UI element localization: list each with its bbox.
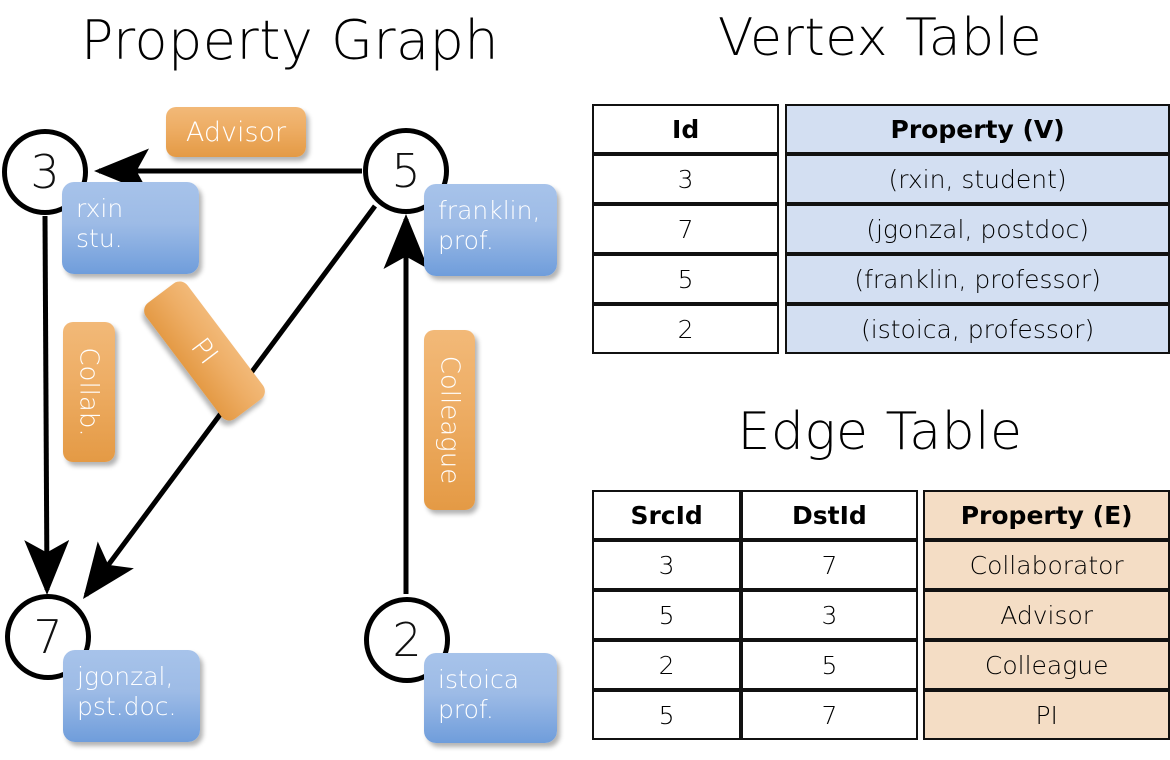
table-row[interactable]: 2 (istoica, professor) [592,304,1170,354]
edge-label-advisor: Advisor [166,107,306,157]
graph-node-5[interactable]: 5 [363,128,449,214]
edge-label-collab-text: Collab. [74,347,104,437]
edge-cell-dstid: 7 [741,540,918,590]
edge-label-colleague: Colleague [424,330,475,510]
vertex-table: Id Property (V) 3 (rxin, student) 7 (jgo… [592,104,1170,354]
table-row[interactable]: 7 (jgonzal, postdoc) [592,204,1170,254]
table-row[interactable]: 5 3 Advisor [592,590,1170,640]
page-title-edge-table: Edge Table [737,402,1023,462]
page-title-property-graph: Property Graph [80,9,500,72]
vertex-header-property: Property (V) [785,104,1170,154]
vertex-cell-property: (rxin, student) [785,154,1170,204]
column-gap [917,690,924,740]
page-title-vertex-table: Vertex Table [717,8,1043,68]
table-row[interactable]: 3 (rxin, student) [592,154,1170,204]
graph-node-2[interactable]: 2 [364,597,450,683]
vertex-cell-id: 7 [592,204,780,254]
node-property-box-2: istoica prof. [424,653,557,743]
table-row[interactable]: 2 5 Colleague [592,640,1170,690]
column-gap [779,254,786,304]
edge-arrow-collab [24,215,70,595]
vertex-cell-property: (istoica, professor) [785,304,1170,354]
node-property-box-7: jgonzal, pst.doc. [63,650,200,742]
edge-table: SrcId DstId Property (E) 3 7 Collaborato… [592,490,1170,740]
vertex-cell-id: 5 [592,254,780,304]
edge-header-dstid: DstId [741,490,918,540]
edge-cell-dstid: 7 [741,690,918,740]
column-gap [779,104,786,154]
edge-cell-srcid: 5 [592,690,742,740]
vertex-cell-id: 2 [592,304,780,354]
edge-cell-property: PI [923,690,1170,740]
table-row[interactable]: 5 7 PI [592,690,1170,740]
column-gap [917,490,924,540]
table-header-row: SrcId DstId Property (E) [592,490,1170,540]
vertex-cell-id: 3 [592,154,780,204]
edge-label-collab: Collab. [63,322,115,462]
edge-cell-srcid: 2 [592,640,742,690]
property-graph-diagram: 3 5 7 2 rxin stu. franklin, prof. jgonza… [2,107,557,743]
node-property-box-3: rxin stu. [62,182,199,274]
vertex-header-id: Id [592,104,780,154]
edge-cell-dstid: 3 [741,590,918,640]
edge-cell-property: Advisor [923,590,1170,640]
column-gap [779,154,786,204]
column-gap [917,640,924,690]
edge-cell-property: Collaborator [923,540,1170,590]
edge-label-advisor-text: Advisor [185,116,287,148]
edge-header-property: Property (E) [923,490,1170,540]
edge-cell-dstid: 5 [741,640,918,690]
table-row[interactable]: 3 7 Collaborator [592,540,1170,590]
vertex-cell-property: (jgonzal, postdoc) [785,204,1170,254]
node-property-box-5: franklin, prof. [424,184,557,276]
edge-label-pi-text: PI [184,331,225,371]
column-gap [779,304,786,354]
table-row[interactable]: 5 (franklin, professor) [592,254,1170,304]
edge-cell-property: Colleague [923,640,1170,690]
column-gap [779,204,786,254]
edge-label-colleague-text: Colleague [434,355,465,485]
column-gap [917,540,924,590]
table-header-row: Id Property (V) [592,104,1170,154]
edge-cell-srcid: 3 [592,540,742,590]
edge-cell-srcid: 5 [592,590,742,640]
edge-header-srcid: SrcId [592,490,742,540]
column-gap [917,590,924,640]
vertex-cell-property: (franklin, professor) [785,254,1170,304]
